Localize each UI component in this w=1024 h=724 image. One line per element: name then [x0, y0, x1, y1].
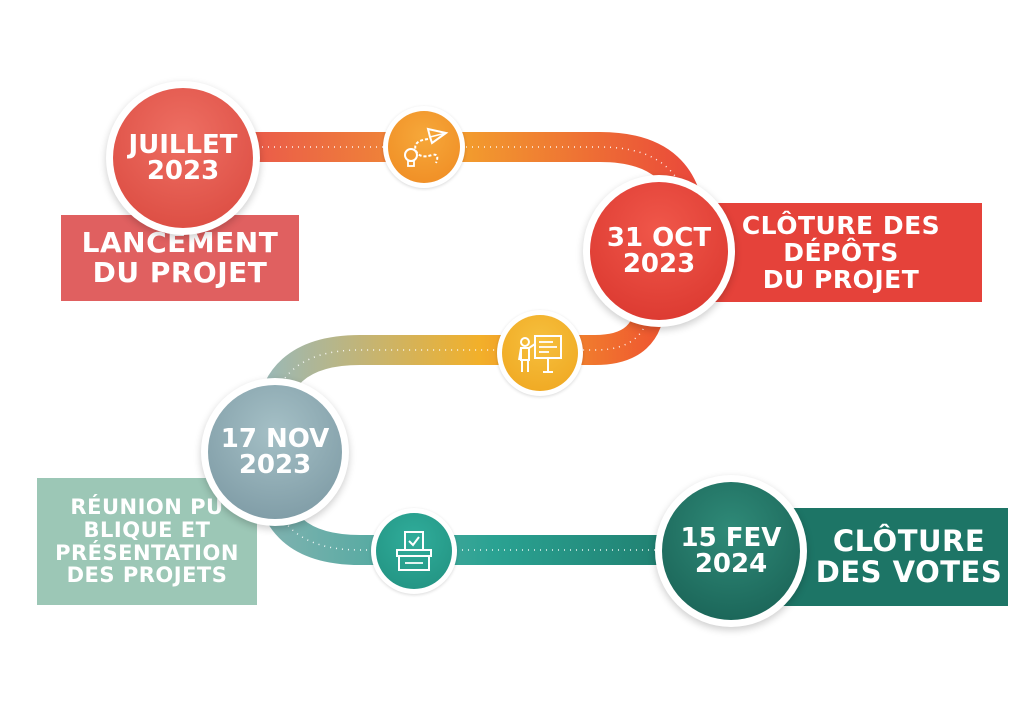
- icon-badge-3: [371, 508, 457, 594]
- milestone-4-label-box: CLÔTURE DES VOTES: [780, 508, 1008, 606]
- milestone-4-date-line-2: 2024: [694, 549, 768, 579]
- milestone-3-label-line-2: BLIQUE ET: [83, 517, 211, 542]
- milestone-2-date-line-2: 2023: [622, 249, 696, 279]
- milestone-3-label-line-1: RÉUNION PU: [70, 495, 224, 520]
- milestone-1-date-circle: JUILLET 2023: [106, 81, 260, 235]
- milestone-2-label-line-1: CLÔTURE DES: [741, 211, 941, 240]
- milestone-2-date-line-1: 31 OCT: [606, 223, 712, 253]
- milestone-2-label-line-3: DU PROJET: [762, 265, 920, 294]
- milestone-2-date-circle: 31 OCT 2023: [583, 175, 735, 327]
- milestone-1-date-line-2: 2023: [146, 156, 220, 186]
- milestone-2-label-line-2: DÉPÔTS: [783, 238, 899, 267]
- milestone-2-label-box: CLÔTURE DES DÉPÔTS DU PROJET: [700, 203, 982, 302]
- milestone-3-label-box: RÉUNION PU BLIQUE ET PRÉSENTATION DES PR…: [37, 478, 257, 605]
- milestone-4-date-circle: 15 FEV 2024: [655, 475, 807, 627]
- milestone-3-label-line-3: PRÉSENTATION: [55, 540, 239, 565]
- milestone-3-label-line-4: DES PROJETS: [66, 563, 228, 588]
- milestone-3-date-line-1: 17 NOV: [220, 424, 330, 454]
- milestone-4-label-line-1: CLÔTURE: [832, 523, 986, 558]
- milestone-4-date-line-1: 15 FEV: [680, 523, 782, 553]
- icon-badge-1: [383, 106, 465, 188]
- milestone-3-date-circle: 17 NOV 2023: [201, 378, 349, 526]
- paper-plane-lightbulb-icon: [404, 127, 449, 167]
- milestone-4-label-line-2: DES VOTES: [815, 555, 1003, 589]
- milestone-3-date-line-2: 2023: [238, 450, 312, 480]
- milestone-1-date-line-1: JUILLET: [128, 130, 238, 160]
- presentation-board-icon: [518, 335, 562, 373]
- milestone-1-label-line-2: DU PROJET: [92, 256, 268, 289]
- icon-badge-2: [497, 310, 583, 396]
- ballot-box-icon: [396, 531, 432, 571]
